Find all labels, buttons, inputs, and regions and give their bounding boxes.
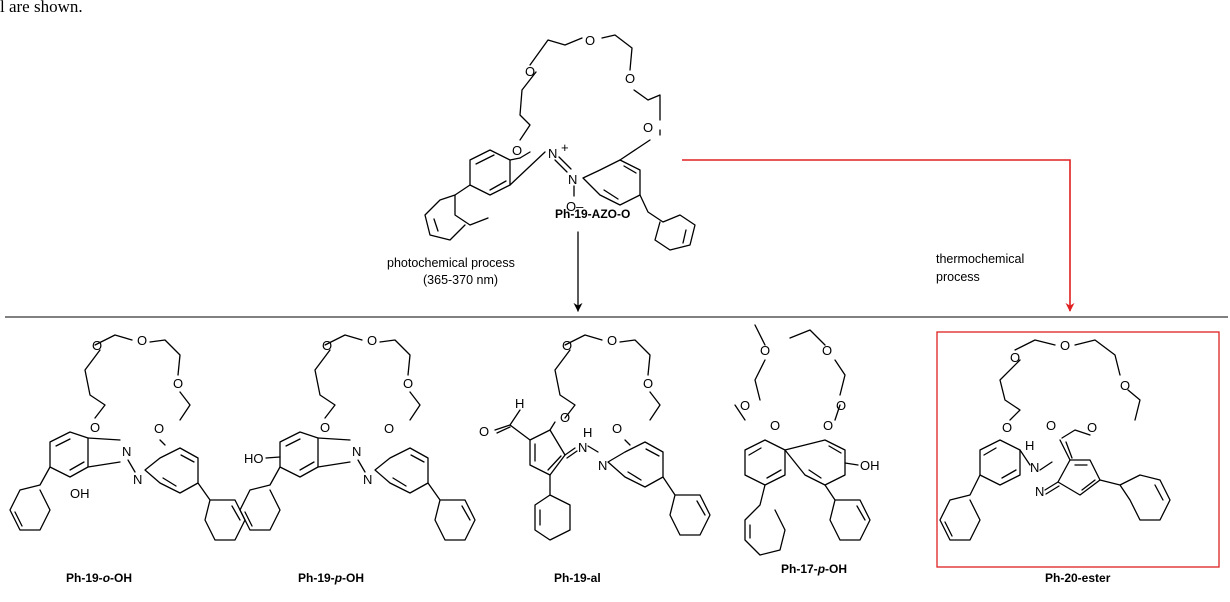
reactant-structure: O O O O O N + N O– Ph-19-AZO-O (424, 33, 696, 251)
ester-oxygen: O (1087, 420, 1097, 435)
product-para-oh-structure: O O O O O HO N N Ph-19-p-OH (239, 333, 476, 585)
ring-oxygen: O (607, 333, 617, 348)
aldehyde-oxygen: O (479, 424, 489, 439)
nh-hydrogen: H (1025, 438, 1034, 453)
product-ph17-label: Ph-17-p-OH (781, 562, 847, 576)
thermochemical-arrow (682, 159, 1075, 312)
ring-oxygen: O (320, 420, 330, 435)
ring-oxygen: O (92, 338, 102, 353)
azoxy-nitrogen: N (568, 172, 577, 187)
imine-nitrogen: N (578, 440, 587, 455)
thermochemical-label-2: process (936, 270, 980, 284)
ring-oxygen: O (154, 421, 164, 436)
ring-oxygen: O (562, 338, 572, 353)
product-ph17-structure: O O O O O O OH Ph-17-p-OH (734, 324, 880, 576)
product-aldehyde-structure: O O O O O H O N H N Ph-19-al (479, 333, 711, 585)
product-ortho-oh-label: Ph-19-o-OH (66, 571, 132, 585)
azo-nitrogen: N (363, 472, 372, 487)
ring-oxygen: O (90, 420, 100, 435)
hydroxyl-group: OH (70, 486, 90, 501)
ring-oxygen: O (1120, 378, 1130, 393)
caption-fragment: l are shown. (0, 0, 83, 16)
product-ester-label: Ph-20-ester (1045, 571, 1111, 585)
azo-nitrogen: N (352, 444, 361, 459)
hydrazone-nitrogen: N (1030, 460, 1039, 475)
hydroxyl-group: HO (244, 451, 264, 466)
photochemical-label: photochemical process (387, 256, 515, 270)
ring-oxygen: O (740, 398, 750, 413)
product-ortho-oh-structure: O O O O O N N OH Ph-19-o-OH (9, 333, 246, 585)
ring-oxygen: O (643, 120, 653, 135)
ring-oxygen: O (525, 64, 535, 79)
ring-oxygen: O (836, 398, 846, 413)
ring-oxygen: O (1060, 338, 1070, 353)
ring-oxygen: O (512, 143, 522, 158)
thermochemical-label: thermochemical (936, 252, 1024, 266)
ring-oxygen: O (137, 333, 147, 348)
ring-oxygen: O (612, 421, 622, 436)
product-ester-structure: O O O O O O H N N Ph-20-ester (939, 338, 1171, 585)
ring-oxygen: O (760, 343, 770, 358)
hydroxyl-group: OH (860, 458, 880, 473)
ring-oxygen: O (173, 376, 183, 391)
product-para-oh-label: Ph-19-p-OH (298, 571, 364, 585)
ring-oxygen: O (403, 376, 413, 391)
ring-oxygen: O (560, 410, 570, 425)
ring-oxygen: O (822, 343, 832, 358)
oxide-anion: O– (566, 199, 584, 214)
azo-nitrogen: N (133, 472, 142, 487)
photochemical-wavelength: (365-370 nm) (423, 273, 498, 287)
ring-oxygen: O (643, 376, 653, 391)
carbonyl-oxygen: O (1046, 418, 1056, 433)
ring-oxygen: O (625, 71, 635, 86)
azo-nitrogen: N (122, 444, 131, 459)
ring-oxygen: O (384, 421, 394, 436)
plus-charge: + (561, 140, 569, 155)
azo-nitrogen: N (548, 146, 557, 161)
imine-nitrogen: N (1035, 484, 1044, 499)
hydrazone-nitrogen: N (598, 458, 607, 473)
ring-oxygen: O (322, 338, 332, 353)
nh-hydrogen: H (583, 425, 592, 440)
reactant-label: Ph-19-AZO-O (555, 207, 630, 221)
ring-oxygen: O (367, 333, 377, 348)
ring-oxygen: O (770, 418, 780, 433)
ring-oxygen: O (1010, 350, 1020, 365)
ring-oxygen: O (823, 418, 833, 433)
ring-oxygen: O (585, 33, 595, 48)
highlight-box (936, 331, 1220, 568)
ring-oxygen: O (1002, 420, 1012, 435)
aldehyde-hydrogen: H (515, 396, 524, 411)
product-aldehyde-label: Ph-19-al (554, 571, 601, 585)
